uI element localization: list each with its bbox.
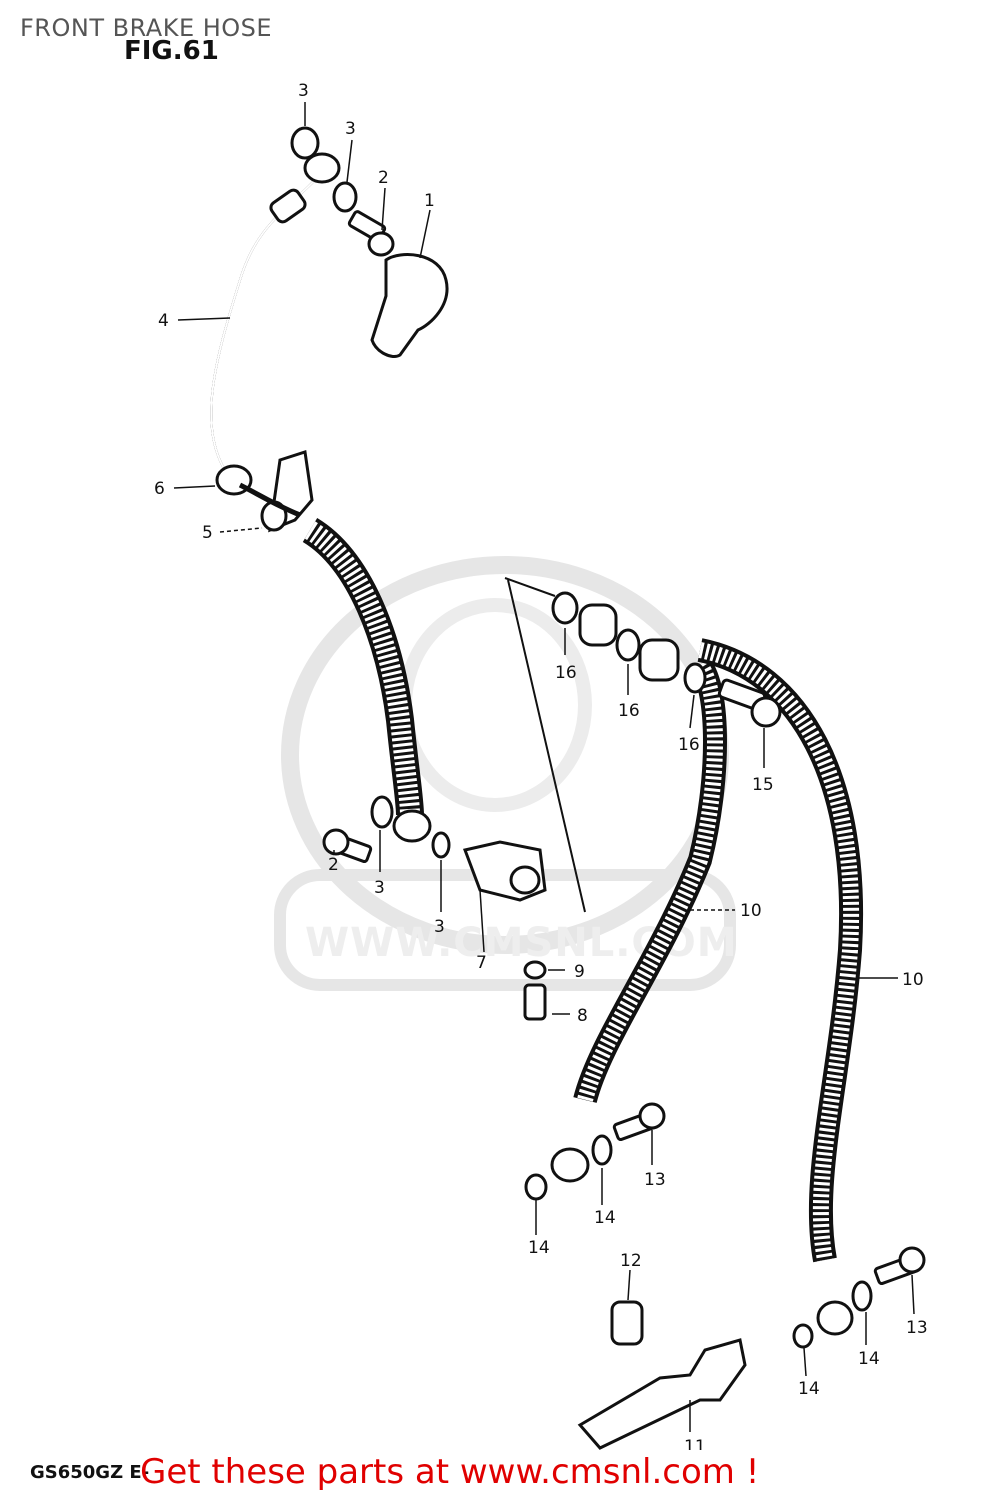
callout-8: 8 — [577, 1006, 588, 1026]
hose-fitting-top — [269, 188, 307, 224]
union-bolt-2-top-head — [367, 231, 395, 257]
callout-14-b: 14 — [528, 1238, 550, 1258]
cap-1 — [370, 253, 449, 358]
leader-lines — [173, 102, 915, 1432]
callout-9: 9 — [574, 962, 585, 982]
callout-16-c: 16 — [678, 735, 700, 755]
grommet-12 — [610, 1300, 644, 1346]
callout-16-b: 16 — [618, 701, 640, 721]
figure-label: FIG.61 — [124, 36, 219, 66]
banjo-top — [303, 152, 341, 184]
hose-guide-11 — [577, 1338, 747, 1450]
bolt-8 — [523, 983, 547, 1021]
callout-15: 15 — [752, 775, 774, 795]
washer-3-top-a — [290, 126, 320, 160]
washer-3-mid-a — [370, 795, 394, 829]
promo-link[interactable]: Get these parts at www.cmsnl.com ! — [140, 1452, 760, 1492]
callout-3-mid-a: 3 — [374, 878, 385, 898]
page-title: FRONT BRAKE HOSE — [20, 14, 273, 42]
callout-14-a: 14 — [594, 1208, 616, 1228]
callout-2-top: 2 — [378, 168, 389, 188]
bolt-15-head — [750, 696, 782, 728]
callout-14-c: 14 — [858, 1349, 880, 1369]
brake-hose-upper — [210, 179, 316, 479]
washer-14-b — [591, 1134, 613, 1166]
callout-12: 12 — [620, 1251, 642, 1271]
banjo-lower-right — [816, 1300, 854, 1336]
model-code: GS650GZ E- — [30, 1462, 150, 1483]
joint-port — [509, 865, 541, 895]
washer-16-b — [615, 628, 641, 662]
callout-2-mid: 2 — [328, 855, 339, 875]
banjo-lower-left — [550, 1147, 590, 1183]
callout-5: 5 — [202, 523, 213, 543]
banjo-middle — [392, 809, 432, 843]
callout-16-a: 16 — [555, 663, 577, 683]
union-bolt-2-mid-head — [322, 828, 350, 856]
banjo-16-b — [638, 638, 680, 682]
washer-3-mid-b — [431, 831, 451, 859]
washer-9 — [523, 960, 547, 980]
banjo-16-a — [578, 603, 618, 647]
washer-16-a — [551, 591, 579, 625]
washer-14-d — [851, 1280, 873, 1312]
callout-13-a: 13 — [644, 1170, 666, 1190]
callout-10-b: 10 — [902, 970, 924, 990]
callout-6: 6 — [154, 479, 165, 499]
washer-3-top-b — [332, 181, 358, 213]
washer-16-c — [683, 662, 707, 694]
callout-7: 7 — [476, 953, 487, 973]
washer-14-a — [524, 1173, 548, 1201]
callout-13-b: 13 — [906, 1318, 928, 1338]
callout-4: 4 — [158, 311, 169, 331]
bolt-13-b-head — [898, 1246, 926, 1274]
callout-1: 1 — [424, 191, 435, 211]
parts-diagram: 3 3 2 1 4 6 5 16 16 16 15 2 3 3 7 9 8 10… — [154, 81, 928, 1450]
bolt-13-a-head — [638, 1102, 666, 1130]
washer-14-c — [792, 1323, 814, 1349]
callout-11: 11 — [684, 1437, 706, 1450]
brake-hose-upper-inner — [210, 179, 316, 479]
callout-3-mid-b: 3 — [434, 917, 445, 937]
callout-10-a: 10 — [740, 901, 762, 921]
callout-3-top-a: 3 — [298, 81, 309, 101]
callout-14-d: 14 — [798, 1379, 820, 1399]
callout-3-top-b: 3 — [345, 119, 356, 139]
